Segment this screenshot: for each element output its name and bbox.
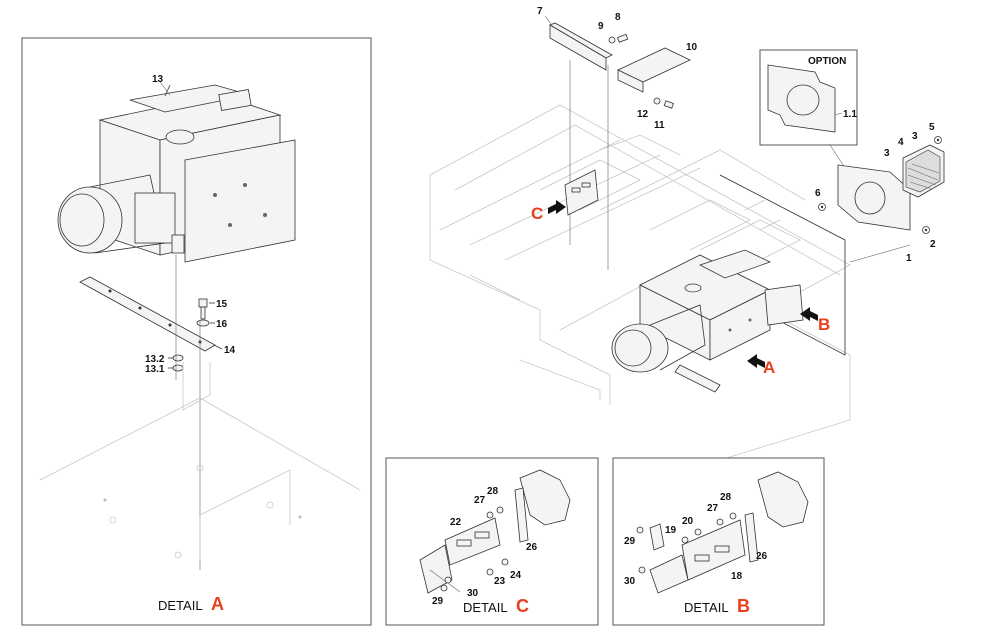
fan-guard-3-4: [902, 144, 945, 198]
callout-1-1: 1.1: [843, 109, 857, 120]
detail-a-panel: 13 15 16 14 13.2 13.1 DETAIL A: [21, 37, 372, 626]
callout-2: 2: [930, 239, 936, 250]
bolt-15: [198, 298, 215, 320]
screw-2: [922, 226, 930, 234]
pump-unit-13: [57, 84, 296, 263]
callout-b-26: 26: [756, 551, 768, 562]
callout-5: 5: [929, 122, 935, 133]
detail-b-panel: 28 27 20 19 29 26 30 18 DETAIL B: [612, 457, 825, 626]
marker-b: B: [818, 315, 830, 334]
callout-12: 12: [637, 109, 649, 120]
callout-10: 10: [686, 42, 698, 53]
callout-15: 15: [216, 299, 228, 310]
callout-b-27: 27: [707, 503, 719, 514]
callout-13: 13: [152, 74, 164, 85]
callout-b-28: 28: [720, 492, 732, 503]
callout-14: 14: [224, 345, 236, 356]
callout-c-30: 30: [467, 588, 479, 599]
screw-11-washer-12: [653, 97, 674, 109]
callout-c-22: 22: [450, 517, 462, 528]
arrow-c: [548, 200, 566, 214]
bracket-c: [564, 169, 599, 216]
bracket-7: [549, 22, 613, 71]
callout-b-20: 20: [682, 516, 694, 527]
callout-c-29: 29: [432, 596, 444, 607]
option-label: OPTION: [808, 56, 846, 67]
callout-3-b: 3: [884, 148, 890, 159]
callout-c-23: 23: [494, 576, 506, 587]
callout-13-1: 13.1: [145, 364, 165, 375]
adapter-plate-1: [837, 164, 911, 231]
callout-c-24: 24: [510, 570, 522, 581]
callout-3-a: 3: [912, 131, 918, 142]
callout-13-2: 13.2: [145, 354, 165, 365]
arrow-b: [800, 307, 818, 321]
callout-7: 7: [537, 6, 543, 17]
callout-c-28: 28: [487, 486, 499, 497]
marker-a: A: [763, 358, 775, 377]
callout-6: 6: [815, 188, 821, 199]
main-assembly-view: C B A 7 9 8: [429, 6, 945, 461]
callout-8: 8: [615, 12, 621, 23]
screw-8-washer-9: [608, 33, 629, 44]
nuts-13-1-13-2: [168, 354, 184, 372]
callout-4: 4: [898, 137, 904, 148]
callout-c-26: 26: [526, 542, 538, 553]
detail-c-caption: DETAIL C: [463, 596, 529, 616]
machine-frame: [429, 104, 851, 461]
callout-c-27: 27: [474, 495, 486, 506]
nut-6: [818, 203, 826, 211]
cabinet-floor: [39, 362, 361, 560]
detail-c-parts: [419, 469, 571, 594]
bracket-10: [617, 47, 691, 93]
detail-c-panel: 28 27 22 26 23 24 29 30 DETAIL C: [385, 457, 599, 626]
screw-5: [934, 136, 942, 144]
marker-c: C: [531, 204, 543, 223]
callout-b-18: 18: [731, 571, 743, 582]
detail-b-parts: [636, 471, 809, 594]
arrow-a: [747, 354, 765, 368]
callout-1: 1: [906, 253, 912, 264]
option-inset: [759, 49, 858, 169]
pump-on-frame: [611, 249, 804, 393]
detail-b-caption: DETAIL B: [684, 596, 750, 616]
callout-9: 9: [598, 21, 604, 32]
bracket-14: [79, 276, 223, 352]
callout-b-19: 19: [665, 525, 677, 536]
callout-16: 16: [216, 319, 228, 330]
callout-11: 11: [654, 120, 665, 131]
callout-b-30: 30: [624, 576, 636, 587]
callout-b-29: 29: [624, 536, 636, 547]
detail-a-caption: DETAIL A: [158, 594, 224, 614]
